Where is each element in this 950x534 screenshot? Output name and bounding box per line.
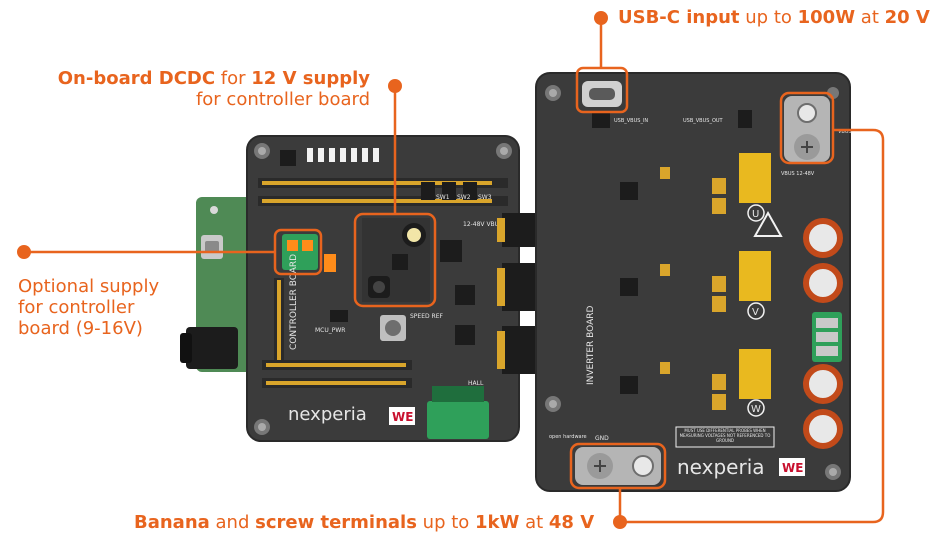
controller-side-label: CONTROLLER BOARD [289, 254, 299, 350]
banana-callout-t3: at [519, 512, 549, 533]
inverter-we-logo: WE [782, 461, 803, 475]
mcu-label: MCU_PWR [315, 327, 345, 334]
usbc-callout-t1: up to [739, 7, 798, 28]
dcdc-callout: On-board DCDC for 12 V supply for contro… [55, 68, 370, 110]
gnd-terminal-highlight [569, 442, 667, 490]
usbc-callout-t2: at [855, 7, 885, 28]
banana-callout-b1: Banana [134, 512, 210, 533]
controller-vbus-label: 12-48V VBUS [463, 221, 503, 228]
inverter-gnd-label: GND [595, 435, 609, 442]
controller-brand: nexperia [288, 404, 367, 425]
usbc-callout-b3: 20 V [884, 7, 930, 28]
inverter-vbus-side-label: VBUS [838, 129, 852, 135]
hall-terminal [427, 401, 489, 439]
phase-label-u: U [752, 209, 759, 220]
controller-board: nexperia WE CONTROLLER BOARD SW1 SW2 SW3… [246, 135, 520, 442]
switch-label-1: SW1 [436, 194, 450, 201]
leader-dots [17, 11, 627, 529]
vbus-terminal-highlight [779, 91, 835, 165]
usbc-callout-b2: 100W [797, 7, 856, 28]
inverter-vbus-label: VBUS 12-48V [781, 171, 815, 177]
controller-supply-terminal [282, 234, 318, 270]
banana-callout-t2: up to [416, 512, 476, 533]
barrel-jack [186, 327, 238, 369]
optional-supply-callout: Optional supply for controller board (9-… [18, 276, 159, 339]
open-hardware-label: open hardware [549, 434, 587, 440]
dcdc-callout-t1: for [215, 68, 252, 89]
phase-label-v: V [752, 307, 759, 318]
banana-callout-b3: 1kW [475, 512, 520, 533]
usb-vbus-in-label: USB_VBUS_IN [614, 118, 648, 124]
inverter-board: U V W nexperia WE INVERTER BOARD USB_VBU… [535, 72, 852, 492]
optional-callout-line1: Optional supply [18, 276, 160, 297]
inverter-warning-text: MUST USE DIFFERENTIAL PROBES WHEN MEASUR… [679, 428, 771, 443]
heatsink-pad-v [739, 251, 771, 301]
dcdc-callout-line2: for controller board [195, 89, 370, 110]
usbc-callout-b1: USB-C input [618, 7, 740, 28]
banana-callout-t1: and [209, 512, 256, 533]
controller-we-logo: WE [392, 410, 413, 424]
banana-leader-right [618, 128, 885, 524]
inverter-brand: nexperia [677, 455, 765, 479]
dcdc-callout-b2: 12 V supply [251, 68, 370, 89]
aux-supply-board [180, 197, 254, 372]
heatsink-pad-w [739, 349, 771, 399]
banana-callout-b4: 48 V [548, 512, 595, 533]
speed-label: SPEED REF [410, 313, 443, 320]
switch-label-3: SW3 [478, 194, 492, 201]
banana-callout-b2: screw terminals [255, 512, 417, 533]
inverter-side-label: INVERTER BOARD [586, 306, 596, 385]
dcdc-callout-b1: On-board DCDC [57, 68, 216, 89]
usb-vbus-out-label: USB_VBUS_OUT [683, 118, 724, 124]
usbc-callout: USB-C input up to 100W at 20 V [618, 7, 930, 28]
banana-callout: Banana and screw terminals up to 1kW at … [134, 512, 594, 533]
heatsink-pad-u [739, 153, 771, 203]
optional-callout-line3: board (9-16V) [18, 318, 143, 339]
hall-label: HALL [468, 380, 484, 387]
leader-lines [24, 18, 885, 524]
phase-label-w: W [751, 404, 761, 415]
optional-callout-line2: for controller [18, 297, 135, 318]
switch-label-2: SW2 [457, 194, 471, 201]
